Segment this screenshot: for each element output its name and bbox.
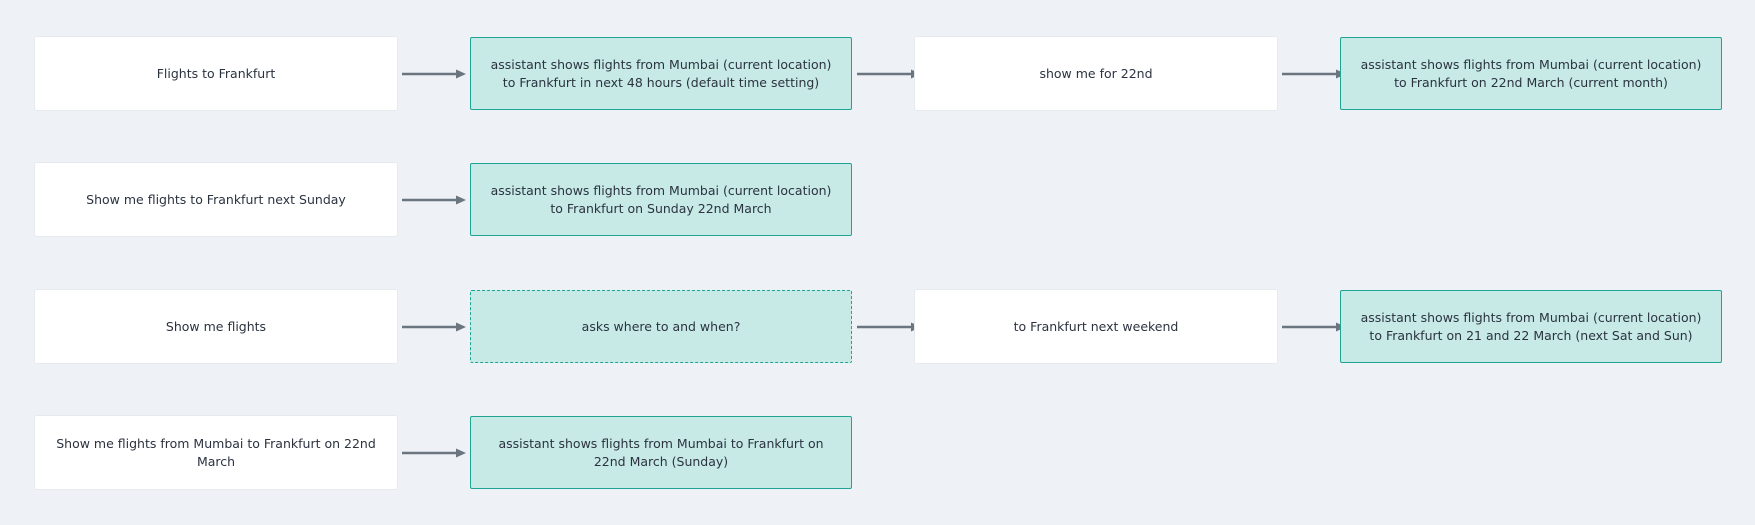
user-message-box: to Frankfurt next weekend xyxy=(915,290,1277,363)
arrow-connector xyxy=(402,322,466,332)
arrow-right-icon xyxy=(402,195,466,205)
user-message-box: Show me flights from Mumbai to Frankfurt… xyxy=(35,416,397,489)
flow-row-1: Flights to Frankfurt assistant shows fli… xyxy=(35,37,1722,110)
flow-row-4: Show me flights from Mumbai to Frankfurt… xyxy=(35,416,1721,489)
user-message-box: Flights to Frankfurt xyxy=(35,37,397,110)
arrow-right-icon xyxy=(402,448,466,458)
flow-row-3: Show me flights asks where to and when? … xyxy=(35,290,1722,363)
assistant-question-box: asks where to and when? xyxy=(470,290,852,363)
arrow-connector xyxy=(857,322,921,332)
arrow-connector xyxy=(1282,69,1346,79)
user-message-box: show me for 22nd xyxy=(915,37,1277,110)
assistant-response-box: assistant shows flights from Mumbai (cur… xyxy=(470,37,852,110)
arrow-connector xyxy=(402,195,466,205)
user-message-box: Show me flights xyxy=(35,290,397,363)
arrow-right-icon xyxy=(857,69,921,79)
arrow-right-icon xyxy=(1282,69,1346,79)
assistant-response-box: assistant shows flights from Mumbai (cur… xyxy=(1340,290,1722,363)
user-message-box: Show me flights to Frankfurt next Sunday xyxy=(35,163,397,236)
assistant-response-box: assistant shows flights from Mumbai (cur… xyxy=(470,163,852,236)
arrow-right-icon xyxy=(857,322,921,332)
arrow-right-icon xyxy=(402,322,466,332)
flow-row-2: Show me flights to Frankfurt next Sunday… xyxy=(35,163,1721,236)
arrow-connector xyxy=(402,448,466,458)
arrow-connector xyxy=(1282,322,1346,332)
arrow-connector xyxy=(402,69,466,79)
arrow-right-icon xyxy=(1282,322,1346,332)
arrow-right-icon xyxy=(402,69,466,79)
assistant-response-box: assistant shows flights from Mumbai (cur… xyxy=(1340,37,1722,110)
arrow-connector xyxy=(857,69,921,79)
assistant-response-box: assistant shows flights from Mumbai to F… xyxy=(470,416,852,489)
